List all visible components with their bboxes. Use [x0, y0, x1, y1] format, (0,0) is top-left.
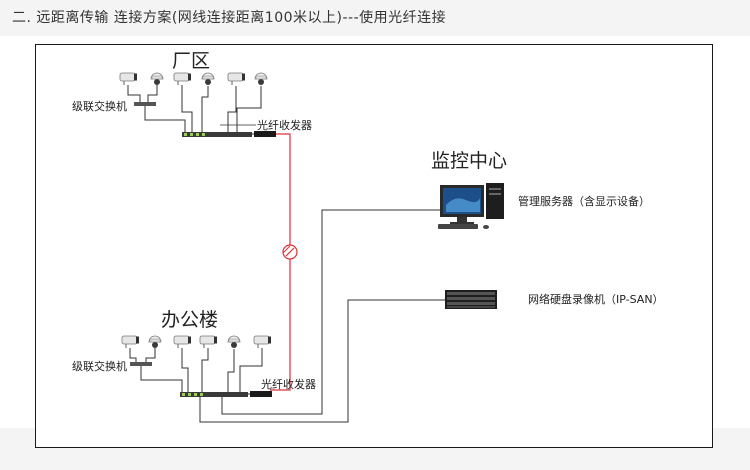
- cascade-switch-bottom: [130, 362, 152, 366]
- management-server-label: 管理服务器（含显示设备）: [518, 195, 650, 208]
- cascade-switch-top-label: 级联交换机: [72, 100, 127, 113]
- dome-camera-icon: [150, 72, 164, 86]
- switch-bottom: [180, 392, 248, 397]
- bullet-camera-icon: [119, 72, 138, 86]
- dome-camera-icon: [254, 72, 268, 86]
- bullet-camera-icon: [173, 335, 192, 349]
- switch-top: [182, 132, 252, 137]
- dome-camera-icon: [201, 72, 215, 86]
- fiber-transceiver-top: [254, 131, 276, 137]
- monitor-center-label: 监控中心: [431, 150, 508, 172]
- computer-icon: [438, 183, 504, 229]
- page-heading: 二. 远距离传输 连接方案(网线连接距离100米以上)---使用光纤连接: [12, 10, 447, 26]
- diagram-frame: [35, 44, 713, 448]
- cascade-switch-bottom-label: 级联交换机: [72, 360, 127, 373]
- nvr-label: 网络硬盘录像机（IP-SAN）: [528, 293, 664, 306]
- camera-group-bottom: [121, 335, 272, 349]
- fiber-break-icon: [282, 244, 298, 260]
- dome-camera-icon: [227, 335, 241, 349]
- fiber-link: [270, 133, 291, 391]
- camera-group-top: [119, 72, 268, 86]
- bullet-camera-icon: [121, 335, 140, 349]
- fiber-transceiver-bottom: [250, 391, 272, 397]
- bullet-camera-icon: [173, 72, 192, 86]
- bullet-camera-icon: [199, 335, 218, 349]
- dome-camera-icon: [148, 335, 162, 349]
- header-band: [0, 0, 750, 36]
- top-camera-cables: [127, 85, 262, 132]
- transceiver-bottom-label: 光纤收发器: [261, 378, 316, 391]
- transceiver-top-label: 光纤收发器: [257, 119, 312, 132]
- factory-area-label: 厂区: [172, 50, 211, 72]
- backbone-cables: [199, 209, 445, 423]
- office-building-label: 办公楼: [161, 309, 219, 331]
- bullet-camera-icon: [253, 335, 272, 349]
- cascade-switch-top: [134, 102, 156, 106]
- bullet-camera-icon: [227, 72, 246, 86]
- bottom-camera-cables: [129, 348, 263, 392]
- storage-server-icon: [445, 290, 497, 309]
